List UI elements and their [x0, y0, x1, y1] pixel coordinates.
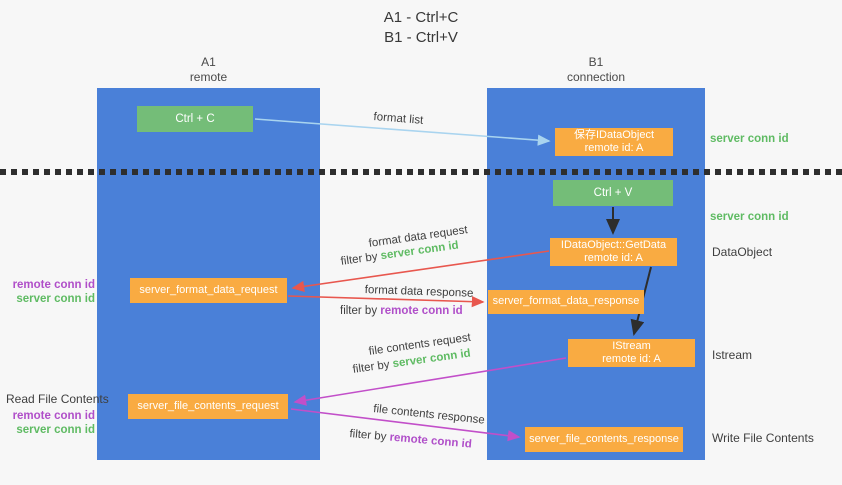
box-ctrl-c: Ctrl + C [137, 106, 253, 132]
filter-prefix: filter by [340, 250, 382, 268]
label-format-remote-conn-id: remote conn id [12, 279, 95, 291]
label-format-data-response: format data response [364, 284, 474, 300]
box-istream-line1: IStream [612, 339, 651, 352]
lane-b-header: B1 connection [487, 55, 705, 85]
box-file-request-label: server_file_contents_request [137, 399, 279, 412]
box-format-request: server_format_data_request [130, 278, 287, 303]
box-ctrl-c-label: Ctrl + C [175, 113, 215, 125]
filter-prefix: filter by [352, 358, 394, 376]
filter-key-remote-conn-id: remote conn id [389, 431, 473, 451]
box-save-dataobject-line2: remote id: A [584, 142, 644, 154]
box-getdata: IDataObject::GetData remote id: A [550, 238, 677, 266]
lane-a-subtitle: remote [189, 70, 228, 84]
label-filter-remote-conn-id-2: filter by remote conn id [349, 428, 472, 451]
box-file-response: server_file_contents_response [525, 427, 683, 452]
label-file-remote-conn-id: remote conn id [12, 410, 95, 422]
box-save-dataobject-line1: 保存IDataObject [573, 128, 655, 141]
box-format-response: server_format_data_response [488, 290, 644, 314]
cut-divider [0, 169, 842, 175]
filter-key-remote-conn-id: remote conn id [380, 305, 463, 317]
box-getdata-line1: IDataObject::GetData [560, 238, 667, 251]
box-ctrl-v-label: Ctrl + V [593, 187, 633, 199]
lane-b-subtitle: connection [566, 70, 626, 84]
label-istream: Istream [712, 348, 753, 362]
box-file-response-label: server_file_contents_response [529, 432, 679, 445]
label-file-server-conn-id: server conn id [16, 424, 95, 436]
title-line-1: A1 - Ctrl+C [383, 9, 459, 26]
box-save-dataobject: 保存IDataObject remote id: A [555, 128, 673, 156]
box-istream-line2: remote id: A [602, 353, 661, 365]
label-file-contents-response: file contents response [372, 403, 486, 427]
filter-prefix: filter by [348, 428, 391, 444]
lane-a-header: A1 remote [97, 55, 320, 85]
label-server-conn-id-top: server conn id [710, 133, 789, 145]
label-server-conn-id-mid: server conn id [710, 211, 789, 223]
label-dataobject: DataObject [712, 245, 773, 259]
box-istream: IStream remote id: A [568, 339, 695, 367]
box-file-request: server_file_contents_request [128, 394, 288, 419]
lane-b-name: B1 [588, 55, 604, 69]
label-filter-remote-conn-id-1: filter by remote conn id [340, 305, 463, 317]
box-getdata-line2: remote id: A [584, 252, 643, 264]
label-format-list: format list [373, 111, 424, 127]
box-format-response-label: server_format_data_response [492, 295, 640, 308]
lane-a-name: A1 [201, 55, 216, 69]
filter-prefix: filter by [340, 305, 381, 317]
diagram-title: A1 - Ctrl+C B1 - Ctrl+V [0, 8, 842, 48]
label-read-file-contents: Read File Contents [6, 392, 109, 406]
box-format-request-label: server_format_data_request [139, 283, 278, 296]
box-ctrl-v: Ctrl + V [553, 180, 673, 206]
label-format-server-conn-id: server conn id [16, 293, 95, 305]
label-write-file-contents: Write File Contents [712, 431, 814, 445]
title-line-2: B1 - Ctrl+V [384, 29, 458, 46]
